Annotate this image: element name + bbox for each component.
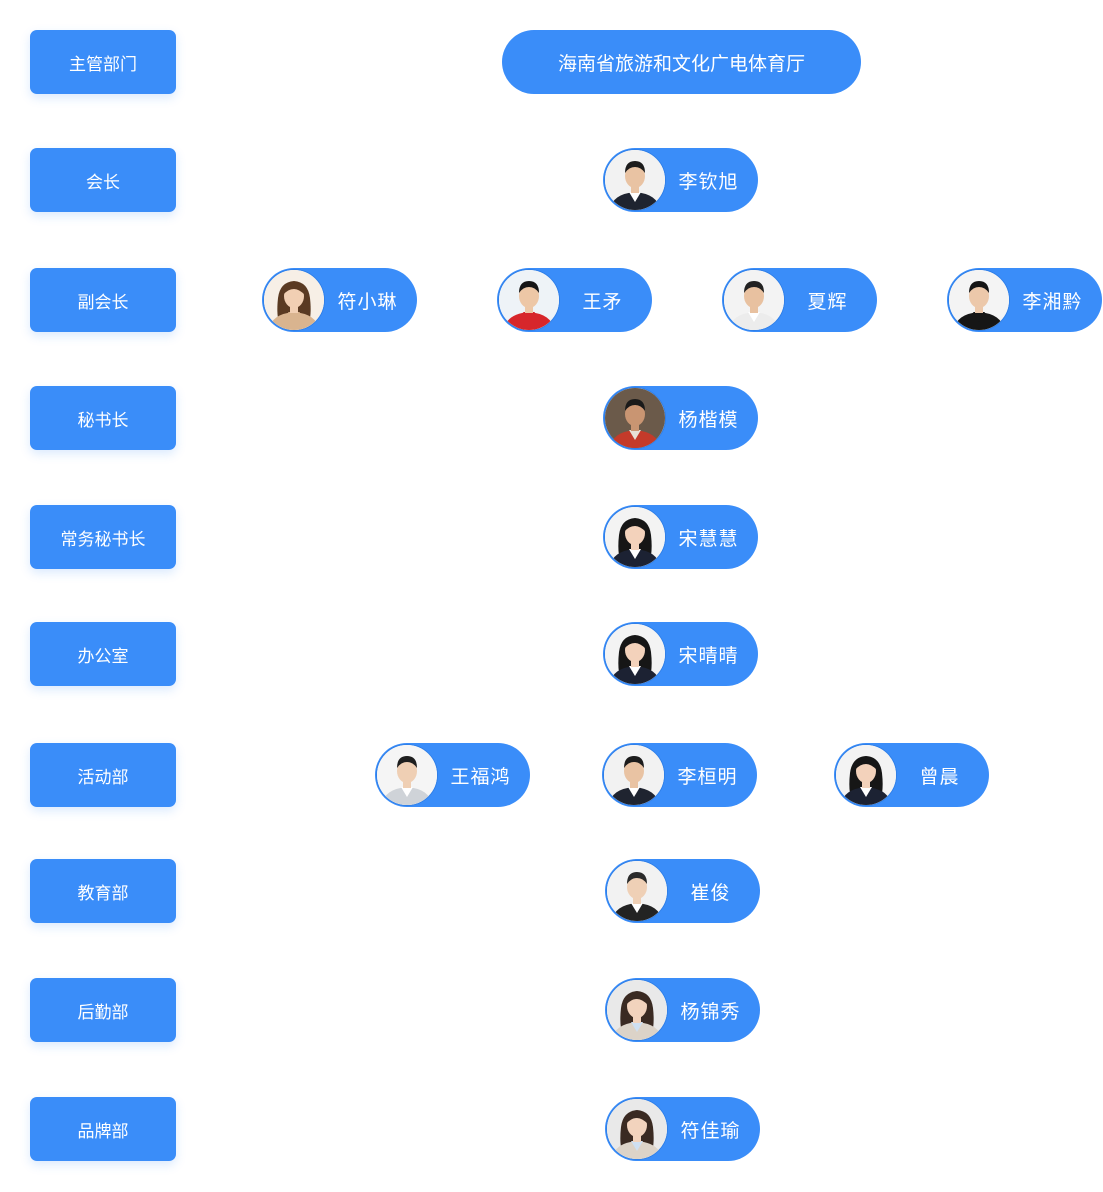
member-avatar-icon (606, 860, 668, 922)
department-label: 秘书长 (30, 386, 176, 450)
member-avatar-icon (604, 506, 666, 568)
department-label: 品牌部 (30, 1097, 176, 1161)
org-row: 办公室 宋晴晴 (0, 622, 1103, 686)
department-label: 副会长 (30, 268, 176, 332)
member-name: 夏辉 (807, 290, 848, 313)
member-card[interactable]: 王矛 (497, 268, 652, 332)
org-row: 会长 李钦旭 (0, 148, 1103, 212)
org-row: 副会长 符小琳 王矛 夏辉 李湘黔 (0, 268, 1103, 332)
member-card[interactable]: 宋晴晴 (603, 622, 758, 686)
member-card[interactable]: 李钦旭 (603, 148, 758, 212)
member-name: 符小琳 (337, 290, 398, 313)
member-avatar-icon (606, 1098, 668, 1160)
org-row: 教育部 崔俊 (0, 859, 1103, 923)
member-card[interactable]: 宋慧慧 (603, 505, 758, 569)
org-row: 活动部 王福鸿 李桓明 曾晨 (0, 743, 1103, 807)
member-card[interactable]: 杨楷模 (603, 386, 758, 450)
member-name: 李钦旭 (678, 170, 739, 193)
member-name: 王矛 (582, 290, 623, 313)
member-avatar-icon (604, 387, 666, 449)
member-card[interactable]: 李桓明 (602, 743, 757, 807)
department-label: 教育部 (30, 859, 176, 923)
member-card[interactable]: 夏辉 (722, 268, 877, 332)
supervising-organization: 海南省旅游和文化广电体育厅 (502, 30, 861, 94)
department-label: 活动部 (30, 743, 176, 807)
org-row: 品牌部 符佳瑜 (0, 1097, 1103, 1161)
member-name: 崔俊 (690, 881, 731, 904)
member-avatar-icon (604, 149, 666, 211)
department-label: 后勤部 (30, 978, 176, 1042)
member-avatar-icon (263, 269, 325, 331)
member-avatar-icon (376, 744, 438, 806)
member-avatar-icon (948, 269, 1010, 331)
member-avatar-icon (603, 744, 665, 806)
department-label: 主管部门 (30, 30, 176, 94)
org-row: 后勤部 杨锦秀 (0, 978, 1103, 1042)
member-name: 杨锦秀 (680, 1000, 741, 1023)
member-name: 宋晴晴 (678, 644, 739, 667)
member-avatar-icon (723, 269, 785, 331)
member-name: 宋慧慧 (678, 527, 739, 550)
member-name: 李湘黔 (1022, 290, 1083, 313)
member-card[interactable]: 符佳瑜 (605, 1097, 760, 1161)
member-name: 符佳瑜 (680, 1119, 741, 1142)
department-label: 会长 (30, 148, 176, 212)
department-label: 办公室 (30, 622, 176, 686)
member-name: 杨楷模 (678, 408, 739, 431)
member-name: 李桓明 (677, 765, 738, 788)
member-card[interactable]: 符小琳 (262, 268, 417, 332)
member-avatar-icon (835, 744, 897, 806)
member-card[interactable]: 崔俊 (605, 859, 760, 923)
member-card[interactable]: 王福鸿 (375, 743, 530, 807)
org-row: 秘书长 杨楷模 (0, 386, 1103, 450)
department-label: 常务秘书长 (30, 505, 176, 569)
member-card[interactable]: 杨锦秀 (605, 978, 760, 1042)
member-avatar-icon (498, 269, 560, 331)
org-row: 主管部门 海南省旅游和文化广电体育厅 (0, 30, 1103, 94)
member-card[interactable]: 李湘黔 (947, 268, 1102, 332)
org-row: 常务秘书长 宋慧慧 (0, 505, 1103, 569)
member-avatar-icon (604, 623, 666, 685)
member-avatar-icon (606, 979, 668, 1041)
member-card[interactable]: 曾晨 (834, 743, 989, 807)
member-name: 王福鸿 (450, 765, 511, 788)
member-name: 曾晨 (919, 765, 960, 788)
